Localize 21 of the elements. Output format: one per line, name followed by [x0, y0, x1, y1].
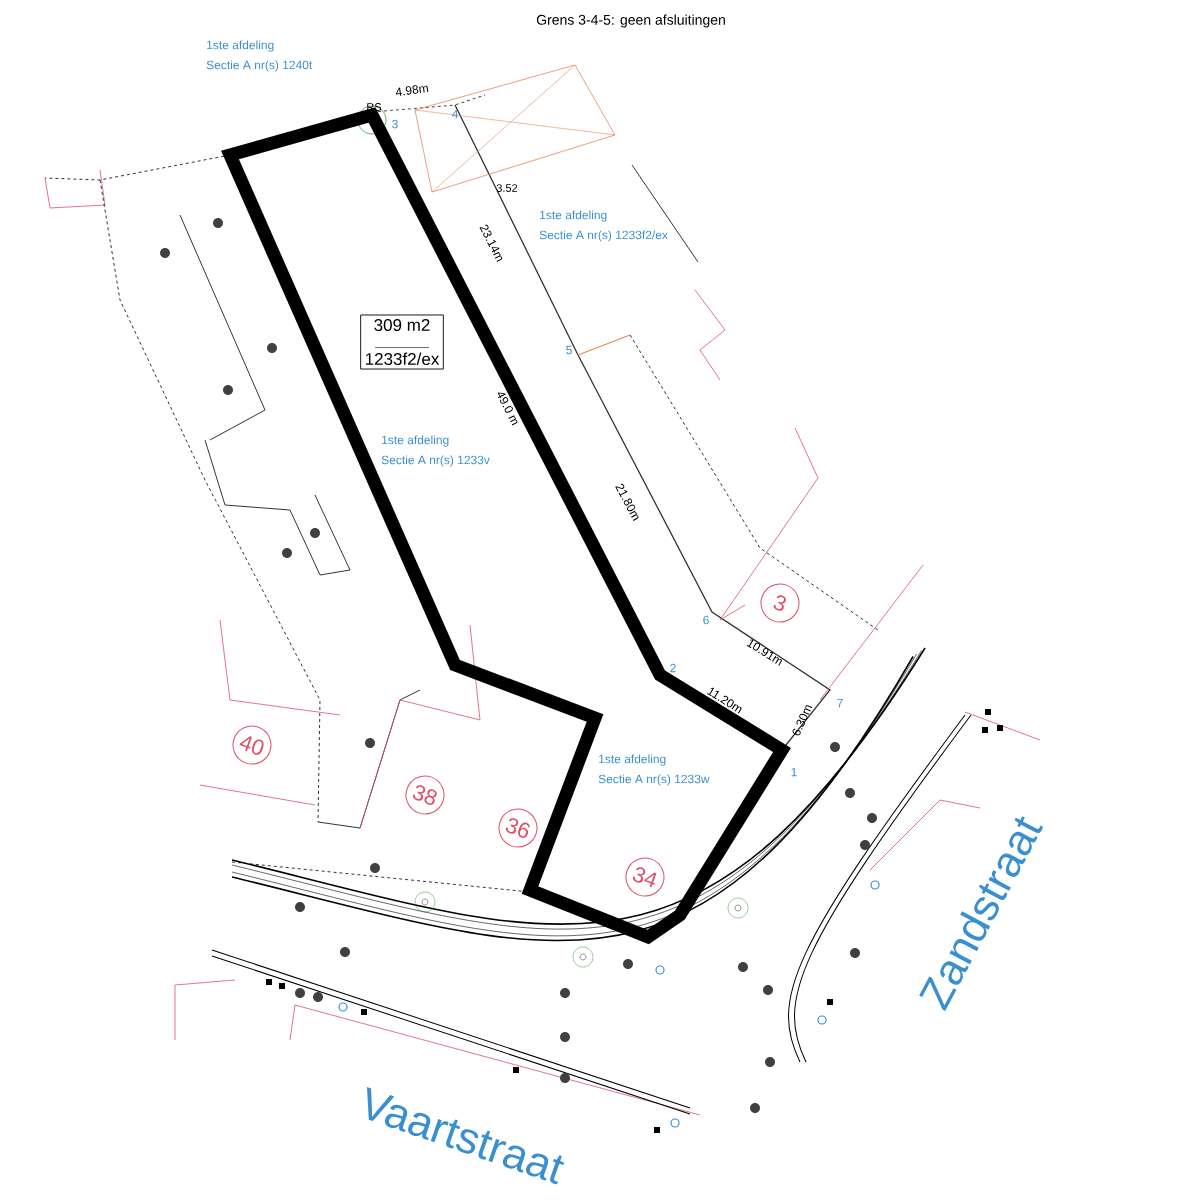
point-number: 3 — [392, 119, 398, 129]
parcel-label: Sectie A nr(s) 1233v — [381, 455, 490, 467]
point-number: 6 — [703, 615, 709, 625]
note-text: Grens 3-4-5: geen afsluitingen — [536, 14, 725, 28]
parcel-label: Sectie A nr(s) 1233w — [598, 774, 710, 786]
dimension-label: 4.98m — [395, 85, 429, 96]
parcel-label: 1ste afdeling — [540, 210, 607, 222]
dimension-label: 3.52 — [496, 184, 518, 192]
area-box: 309 m2 1233f2/ex — [360, 314, 444, 370]
dimension-label: 6.30m — [792, 705, 813, 736]
parcel-label: 1ste afdeling — [382, 435, 449, 447]
parcel-label: 1ste afdeling — [207, 40, 274, 52]
point-number: 1 — [791, 767, 797, 777]
parcel-label: Sectie A nr(s) 1233f2/ex — [539, 230, 668, 242]
point-number: 5 — [566, 345, 572, 355]
parcel-label: 1ste afdeling — [599, 754, 666, 766]
parcel-label: Sectie A nr(s) 1240t — [206, 60, 313, 72]
dimension-label: 49.0 m — [497, 392, 518, 426]
point-number: 4 — [451, 109, 458, 119]
point-number: 7 — [837, 698, 843, 708]
point-number: 2 — [670, 663, 676, 673]
